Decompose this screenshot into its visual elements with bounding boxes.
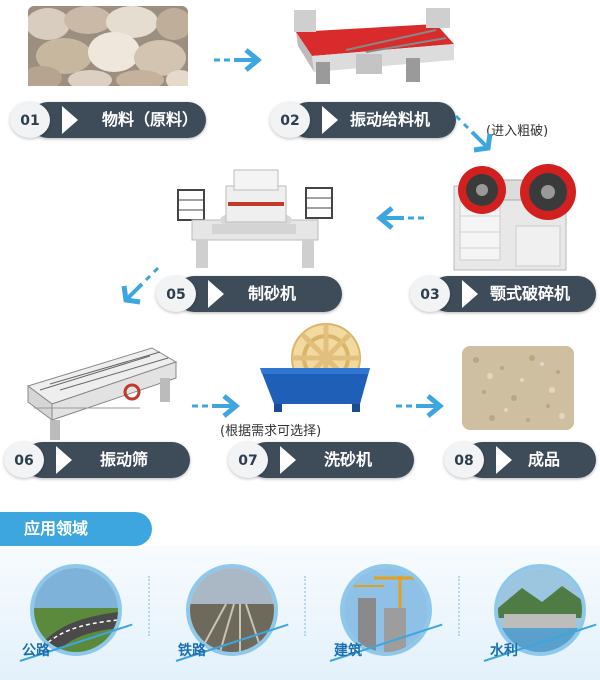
- sand-washer-image: [260, 323, 370, 412]
- step-pill: [24, 442, 190, 478]
- applications-banner: [0, 512, 152, 546]
- step-number: 08: [454, 453, 474, 469]
- arrow-right-icon: [192, 394, 240, 418]
- step-number-circle: [156, 276, 196, 312]
- step-label: 颚式破碎机: [490, 284, 571, 303]
- step-label: 振动给料机: [350, 110, 431, 129]
- step-number: 01: [20, 113, 40, 129]
- step-06: 06 振动筛: [4, 442, 194, 478]
- step-notch: [496, 446, 512, 474]
- step-pill: [464, 442, 596, 478]
- step-07: 07 洗砂机: [228, 442, 418, 478]
- step-number-circle: [444, 442, 484, 478]
- step-02: 02 振动给料机: [270, 102, 460, 138]
- step-05: 05 制砂机: [156, 276, 346, 312]
- step-pill: [430, 276, 596, 312]
- divider: [304, 576, 306, 636]
- sand-making-machine-image: [177, 169, 333, 268]
- note-primary-crush: (进入粗破): [486, 124, 549, 139]
- step-label: 制砂机: [248, 284, 297, 303]
- finished-sand-image: [462, 346, 574, 430]
- step-notch: [462, 280, 478, 308]
- arrow-down-right-icon: [454, 114, 493, 153]
- vibrating-screen-image: [26, 347, 178, 440]
- step-notch: [208, 280, 224, 308]
- arrow-right-icon: [214, 48, 262, 72]
- applications-title: 应用领域: [24, 519, 89, 538]
- arrow-left-icon: [376, 206, 424, 230]
- step-label: 洗砂机: [324, 450, 373, 469]
- application-label: 水利: [490, 643, 518, 659]
- step-notch: [56, 446, 72, 474]
- application-label: 铁路: [178, 643, 206, 659]
- step-number-circle: [228, 442, 268, 478]
- divider: [148, 576, 150, 636]
- step-pill: [176, 276, 342, 312]
- step-pill: [248, 442, 414, 478]
- note-optional: (根据需求可选择): [220, 424, 322, 439]
- step-number-circle: [410, 276, 450, 312]
- step-pill: [30, 102, 206, 138]
- arrow-down-left-icon: [121, 266, 160, 305]
- step-label: 物料（原料）: [102, 110, 199, 129]
- application-label: 公路: [22, 643, 50, 659]
- step-number-circle: [270, 102, 310, 138]
- step-03: 03 颚式破碎机: [410, 276, 600, 312]
- step-number: 05: [166, 287, 186, 303]
- step-number: 02: [280, 113, 300, 129]
- step-pill: [290, 102, 456, 138]
- application-label: 建筑: [334, 643, 362, 659]
- step-notch: [62, 106, 78, 134]
- vibrating-feeder-image: [294, 8, 454, 84]
- step-number: 06: [14, 453, 34, 469]
- step-label: 振动筛: [100, 450, 149, 469]
- step-number-circle: [4, 442, 44, 478]
- step-notch: [322, 106, 338, 134]
- divider: [458, 576, 460, 636]
- step-number: 07: [238, 453, 258, 469]
- arrow-right-icon: [396, 394, 444, 418]
- step-01: 01 物料（原料）: [10, 102, 210, 138]
- step-notch: [280, 446, 296, 474]
- step-number: 03: [420, 287, 440, 303]
- raw-material-image: [28, 6, 188, 86]
- step-number-circle: [10, 102, 50, 138]
- step-08: 08 成品: [444, 442, 600, 478]
- step-label: 成品: [528, 450, 561, 469]
- jaw-crusher-image: [453, 164, 576, 271]
- highway-image: [30, 564, 122, 656]
